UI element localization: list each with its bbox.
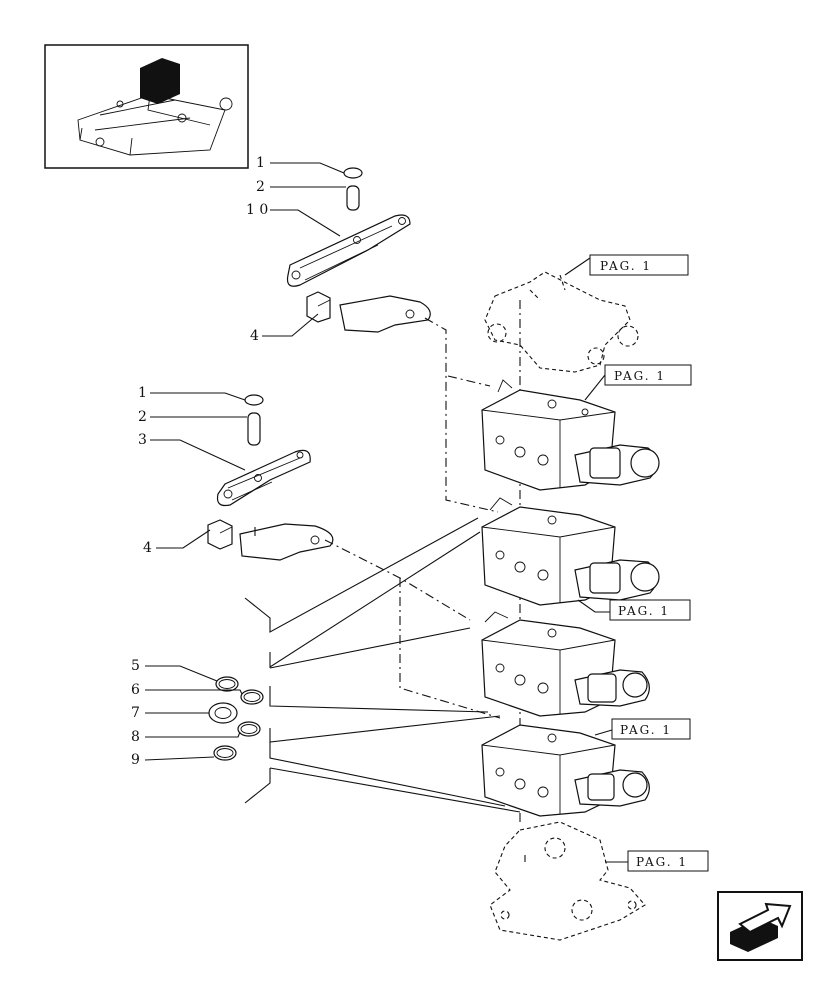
page-ref-box-4[interactable]: PAG. 1 <box>594 718 691 740</box>
o-rings <box>208 676 264 761</box>
bottom-inlet-cover <box>489 821 646 941</box>
valve-section-2 <box>481 497 660 606</box>
callout-4-lower: 4 <box>143 540 152 556</box>
page-ref-box-1[interactable]: PAG. 1 <box>564 254 689 276</box>
page-ref-label: PAG. 1 <box>618 604 670 618</box>
callout-9: 9 <box>131 752 140 768</box>
assembly-thumbnail-icon[interactable] <box>44 44 249 169</box>
top-end-cover <box>484 271 639 373</box>
page-ref-box-5[interactable]: PAG. 1 <box>605 850 709 872</box>
callout-5: 5 <box>131 658 140 674</box>
callout-numbers: 1 2 1 0 4 1 2 3 4 5 6 7 8 9 <box>131 155 268 768</box>
callout-10: 1 0 <box>246 202 268 218</box>
lower-linkage-parts <box>207 394 334 561</box>
valve-section-3 <box>481 611 650 717</box>
page-ref-box-3[interactable]: PAG. 1 <box>577 599 691 621</box>
callout-7: 7 <box>131 705 140 721</box>
valve-section-4 <box>481 724 650 817</box>
callout-1-lower: 1 <box>138 385 147 401</box>
page-ref-label: PAG. 1 <box>600 259 652 273</box>
upper-linkage-parts <box>286 167 431 333</box>
next-page-arrow-icon[interactable] <box>717 891 803 961</box>
callout-2-lower: 2 <box>138 409 147 425</box>
callout-8: 8 <box>131 729 140 745</box>
page-ref-label: PAG. 1 <box>620 723 672 737</box>
callout-1-upper: 1 <box>256 155 265 171</box>
page-ref-label: PAG. 1 <box>636 855 688 869</box>
callout-6: 6 <box>131 682 140 698</box>
callout-3: 3 <box>138 432 147 448</box>
page-ref-label: PAG. 1 <box>614 369 666 383</box>
page-ref-box-2[interactable]: PAG. 1 <box>584 364 692 401</box>
valve-section-1 <box>481 379 660 491</box>
callout-2-upper: 2 <box>256 179 265 195</box>
leader-lines <box>144 162 521 813</box>
callout-4-upper: 4 <box>250 328 259 344</box>
